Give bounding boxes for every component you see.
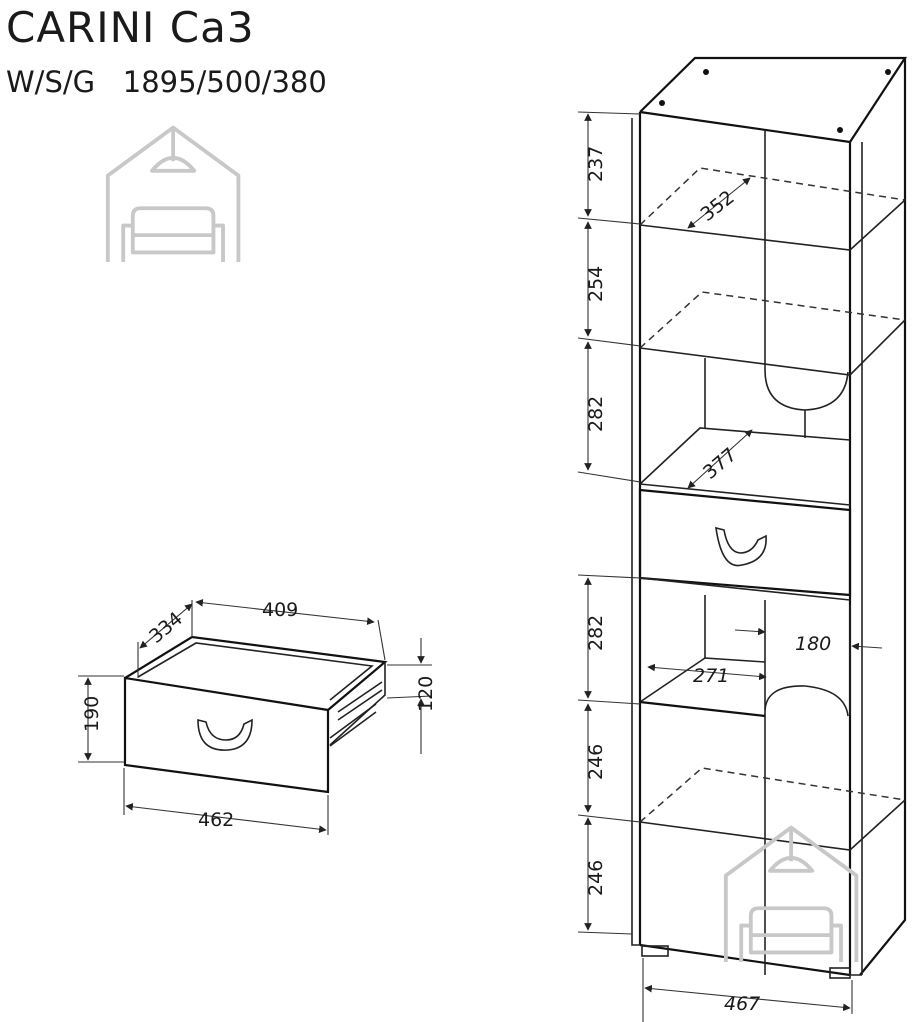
dim-height-5: 246 [585, 744, 607, 780]
dim-height-1: 237 [585, 146, 607, 182]
dim-height-4: 282 [585, 615, 607, 651]
dim-height-2: 254 [585, 266, 607, 302]
dim-drawer-height: 190 [81, 696, 103, 732]
house-sofa-icon [105, 125, 241, 264]
dim-height-3: 282 [585, 396, 607, 432]
cabinet-drawing [631, 56, 908, 979]
dim-niche-width: 271 [693, 665, 729, 687]
dim-drawer-width: 462 [198, 809, 234, 831]
drawer-drawing [123, 635, 388, 794]
dim-drawer-inner-width: 409 [262, 599, 298, 621]
dim-overall-width: 467 [724, 993, 760, 1015]
product-dimensions: W/S/G 1895/500/380 [6, 65, 327, 99]
drawer-dimension-lines [78, 598, 433, 835]
dim-height-6: 246 [585, 860, 607, 896]
cabinet-dimension-lines [577, 111, 883, 1022]
dim-niche-depth: 180 [795, 633, 831, 655]
product-title: CARINI Ca3 [6, 3, 255, 52]
dim-drawer-inner-height: 120 [415, 676, 437, 712]
dim-shelf-depth-mid: 377 [699, 444, 741, 484]
